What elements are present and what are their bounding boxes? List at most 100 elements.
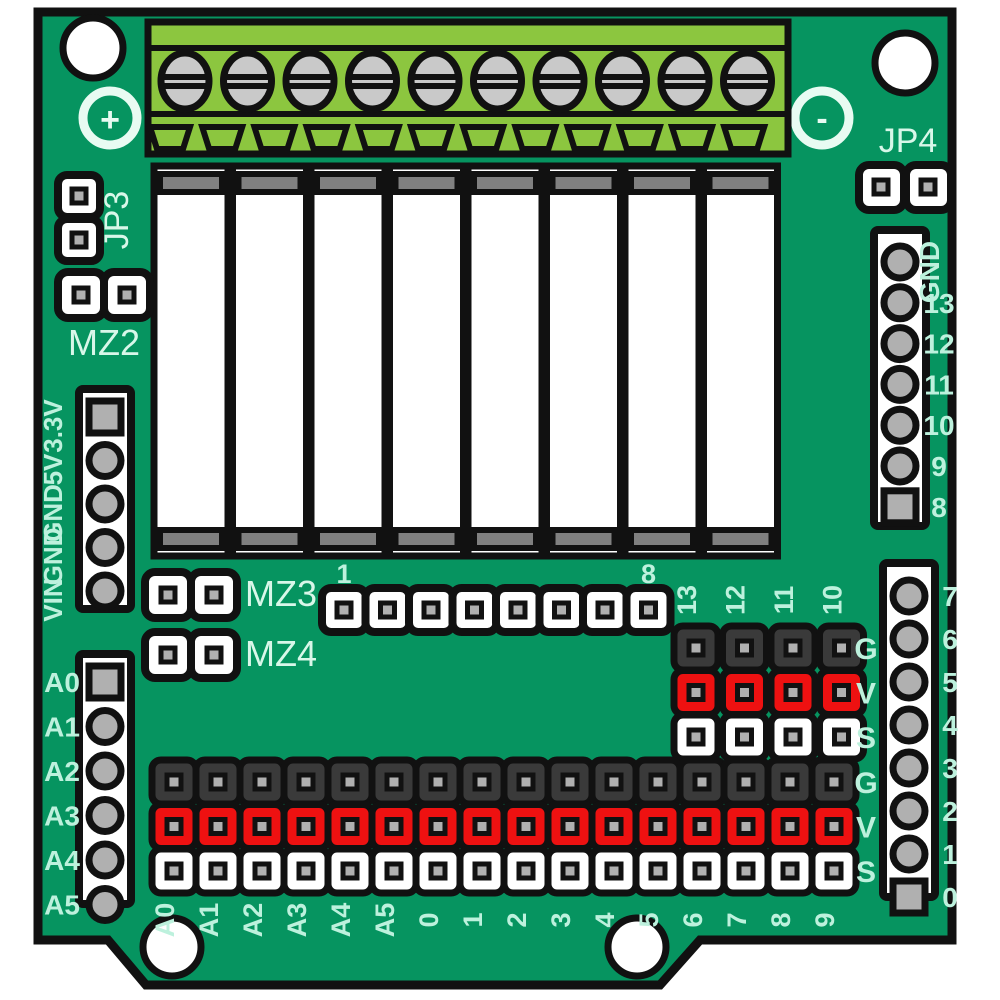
terminal-screw[interactable] [657,49,713,113]
gvs-pin-7-S [736,861,756,881]
terminal-screw[interactable] [532,49,588,113]
analog-pin-A1[interactable] [85,707,125,746]
gvs-pin-5-S [648,861,668,881]
gvs-pin-6-S [692,861,712,881]
power-pin-label-GND-3: GND [38,528,68,586]
digital-header-upper-right-pins[interactable] [880,242,920,527]
relay-control-header[interactable]: 1 8 [318,559,675,636]
terminal-screw[interactable] [157,49,213,113]
gvs-pin-12-V [735,683,754,702]
terminal-screws[interactable] [157,49,775,113]
power-pin-VIN-4[interactable] [85,571,125,611]
digital-pin-10[interactable] [880,405,920,445]
terminal-screw[interactable] [345,49,400,113]
gvs-pin-A0-V [164,817,184,836]
power-pin-label-GND-2: GND [38,484,68,542]
terminal-screw[interactable] [595,49,650,113]
digital-pin-2[interactable] [889,791,929,831]
gvs-pin-3-G [560,772,580,792]
digital-pin-label-7: 7 [942,581,958,612]
gvs-pin-6-V [692,817,712,836]
power-pin-3-3V-0[interactable] [85,397,125,437]
jp4-label: JP4 [879,122,938,160]
power-pin-GND-2[interactable] [85,484,125,524]
relay-control-pin-7 [595,600,615,620]
digital-pin-6[interactable] [889,619,929,659]
relay-module [386,162,467,560]
digital-pin-3[interactable] [889,748,929,788]
gvs-pin-A4-S [340,861,360,881]
digital-pin-5[interactable] [889,662,929,702]
analog-header-pins[interactable] [85,662,125,924]
digital-pin-9[interactable] [880,446,920,486]
gvs-pin-2-G [516,772,536,792]
gvs-column-label-4: 4 [590,912,620,927]
terminal-screw[interactable] [470,49,525,113]
power-header-pins[interactable] [85,397,125,611]
terminal-screw[interactable] [720,49,775,113]
gvs-pin-1-S [472,861,492,881]
terminal-wire-slot [250,124,299,152]
mz4-pin-1 [158,645,178,665]
gvs-right-pads[interactable] [670,622,867,763]
analog-pin-A0[interactable] [85,662,125,702]
relay-control-pin-3 [421,600,441,620]
digital-pin-label-5: 5 [942,667,958,698]
digital-pin-13[interactable] [880,283,920,323]
mz2-jumper[interactable]: MZ2 [54,268,154,363]
gvs-column-label-13: 13 [672,585,702,615]
digital-pin-12[interactable] [880,324,920,364]
analog-pin-A5[interactable] [85,885,125,924]
gvs-bottom-pads[interactable] [148,756,860,897]
mz3-jumper[interactable]: MZ3 [141,568,317,622]
relay-control-header-pads[interactable] [318,584,675,636]
gvs-column-label-A4: A4 [326,903,356,938]
digital-pin-1[interactable] [889,834,929,874]
gvs-pin-4-G [604,772,624,792]
terminal-screw[interactable] [220,49,275,113]
relay-control-pin-1 [334,600,354,620]
digital-pin-11[interactable] [880,364,920,404]
gvs-row-label-V: V [856,678,876,711]
analog-pin-A3[interactable] [85,796,125,835]
gvs-pin-8-S [780,861,800,881]
analog-pin-A2[interactable] [85,751,125,791]
jp3-jumper[interactable]: JP3 [54,171,136,265]
terminal-wire-slot [615,124,664,152]
digital-pin-4[interactable] [889,705,929,745]
digital-header-lower-right-pins[interactable] [889,576,929,917]
power-pin-GND-3[interactable] [85,528,125,567]
relay-contact-bar-bottom [549,527,618,551]
mz2-pin-1 [71,285,91,305]
terminal-screw[interactable] [407,49,463,113]
gvs-pin-A4-V [340,817,360,836]
analog-pin-A4[interactable] [85,840,125,880]
terminal-screw[interactable] [282,49,338,113]
power-pin-5V-1[interactable] [85,441,125,480]
gvs-pin-A5-G [384,772,404,792]
digital-pin-7[interactable] [889,576,929,616]
digital-pin-0[interactable] [889,877,929,917]
digital-pin-8[interactable] [880,487,920,527]
screw-terminal-block[interactable] [144,18,792,158]
gvs-column-label-12: 12 [721,585,751,615]
relay-control-pin-8 [639,600,658,620]
digital-pin-GND[interactable] [880,242,920,282]
jp4-jumper[interactable]: JP4 [855,122,955,214]
gvs-column-label-2: 2 [502,912,532,927]
gvs-pin-A5-S [384,861,404,881]
mz4-jumper[interactable]: MZ4 [141,628,317,682]
gvs-column-label-9: 9 [810,912,840,927]
gvs-pin-11-S [783,727,803,747]
gvs-pin-0-S [428,861,448,881]
terminal-wire-slot [406,124,456,152]
digital-pin-label-9: 9 [931,451,947,482]
